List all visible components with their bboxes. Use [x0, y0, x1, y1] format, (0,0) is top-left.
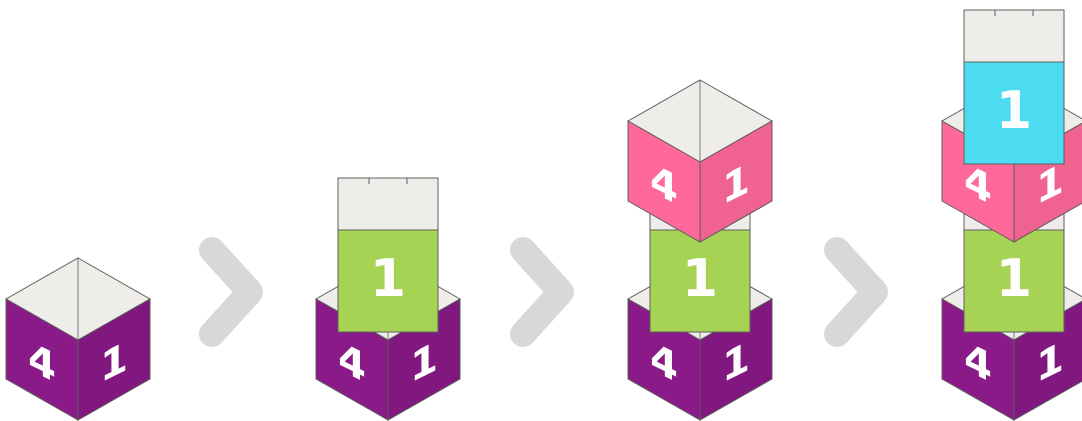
step-2-green-panel-number: 1 [370, 249, 406, 309]
step-4-green-panel-face [963, 229, 1065, 333]
step-3-purple-cube-right-shade [700, 299, 772, 420]
arrow-2-chevron [510, 237, 574, 347]
step-4-green-panel-number: 1 [996, 249, 1032, 309]
step-1-purple-cube-right-shade [78, 299, 150, 420]
step-3-green-panel-face [649, 229, 751, 333]
step-2-purple-cube-right-shade [388, 299, 460, 420]
step-2-green-panel-flap [337, 177, 439, 231]
step-3-pink-cube-right-face [699, 120, 773, 243]
step-3-pink-cube-right-shade [700, 121, 772, 242]
step-4-cyan-panel-face [963, 61, 1065, 165]
step-4-cyan-panel: 1 [963, 9, 1065, 165]
chevron-right-icon [199, 237, 263, 347]
step-4-cyan-panel-flap [963, 9, 1065, 63]
step-2-green-panel-face [337, 229, 439, 333]
step-1-purple-cube-right-face [77, 298, 151, 421]
step-4-cyan-panel-number: 1 [996, 81, 1032, 141]
arrow-3-chevron [824, 237, 888, 347]
chevron-right-icon [510, 237, 574, 347]
chevron-right-icon [824, 237, 888, 347]
step-2-green-panel: 1 [337, 177, 439, 333]
arrow-1-chevron [199, 237, 263, 347]
step-3-green-panel-number: 1 [682, 249, 718, 309]
